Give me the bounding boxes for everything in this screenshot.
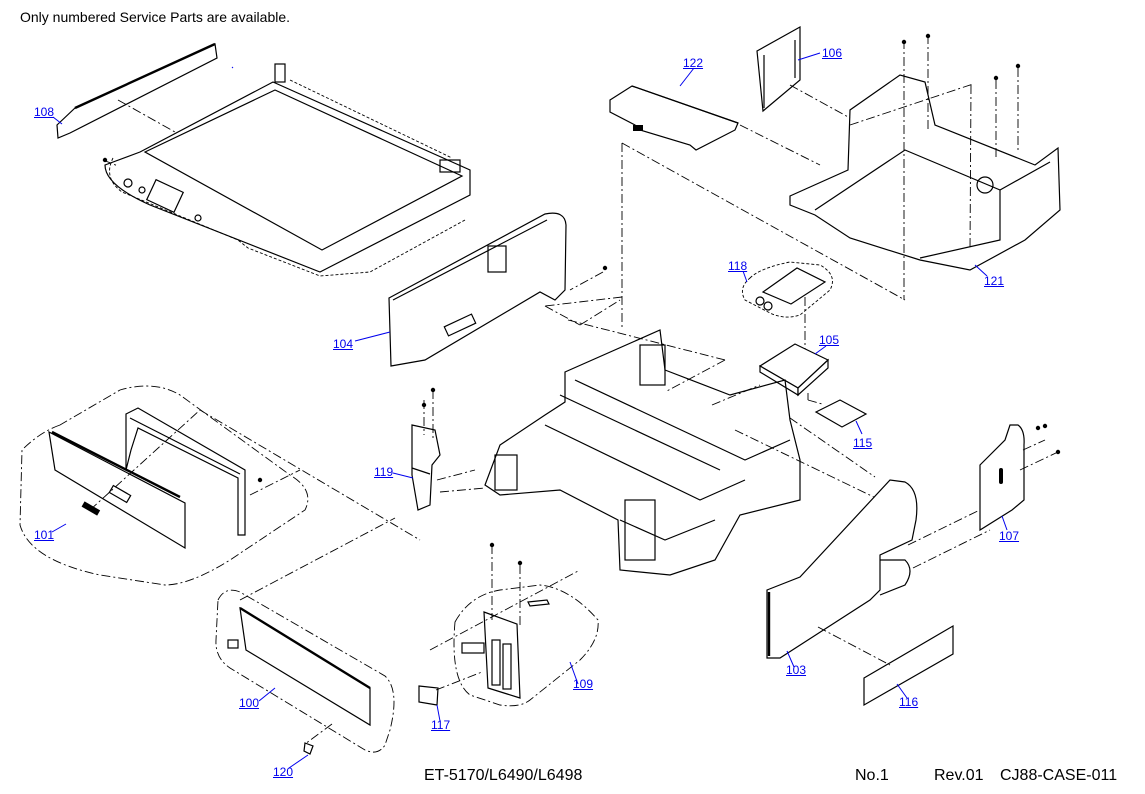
- part-119-drawing: [411, 390, 486, 511]
- part-link-120[interactable]: 120: [273, 765, 294, 779]
- part-link-122[interactable]: 122: [683, 56, 704, 70]
- part-117-drawing: [418, 671, 483, 706]
- model-name: ET-5170/L6490/L6498: [424, 767, 583, 784]
- part-link-109[interactable]: 109: [573, 677, 594, 691]
- part-link-106[interactable]: 106: [822, 46, 843, 60]
- part-101-drawing: [19, 385, 421, 586]
- part-link-100[interactable]: 100: [239, 696, 260, 710]
- part-105-drawing: [758, 343, 830, 397]
- revision: Rev.01: [934, 767, 984, 784]
- part-103-drawing: [766, 479, 991, 666]
- part-108-drawing: [56, 42, 218, 139]
- part-link-107[interactable]: 107: [999, 529, 1020, 543]
- part-link-116[interactable]: 116: [899, 695, 919, 709]
- part-104-drawing: [388, 212, 621, 367]
- printer-mechanism-drawing: [484, 296, 881, 576]
- part-link-117[interactable]: 117: [431, 718, 451, 732]
- part-link-115[interactable]: 115: [853, 436, 873, 450]
- part-link-101[interactable]: 101: [34, 528, 55, 542]
- part-109-drawing: [429, 545, 599, 707]
- part-106-drawing: [756, 25, 851, 119]
- part-115-drawing: [807, 393, 868, 428]
- part-100-drawing: [215, 517, 396, 755]
- screws: [102, 33, 1061, 566]
- part-122-drawing: [609, 85, 906, 330]
- part-link-105[interactable]: 105: [819, 333, 840, 347]
- part-107-drawing: [979, 424, 1059, 532]
- part-link-118[interactable]: 118: [728, 259, 748, 273]
- part-116-drawing: [863, 624, 954, 707]
- scanner-unit-drawing: [102, 63, 471, 277]
- part-link-103[interactable]: 103: [786, 663, 807, 677]
- part-link-119[interactable]: 119: [374, 465, 394, 479]
- part-link-108[interactable]: 108: [34, 105, 55, 119]
- page-number: No.1: [855, 767, 889, 784]
- leader-lines: [51, 52, 1008, 769]
- document-code: CJ88-CASE-011: [1000, 767, 1118, 784]
- part-link-104[interactable]: 104: [333, 337, 354, 351]
- part-121-drawing: [789, 35, 1061, 300]
- part-link-121[interactable]: 121: [984, 274, 1005, 288]
- availability-note: Only numbered Service Parts are availabl…: [20, 9, 291, 25]
